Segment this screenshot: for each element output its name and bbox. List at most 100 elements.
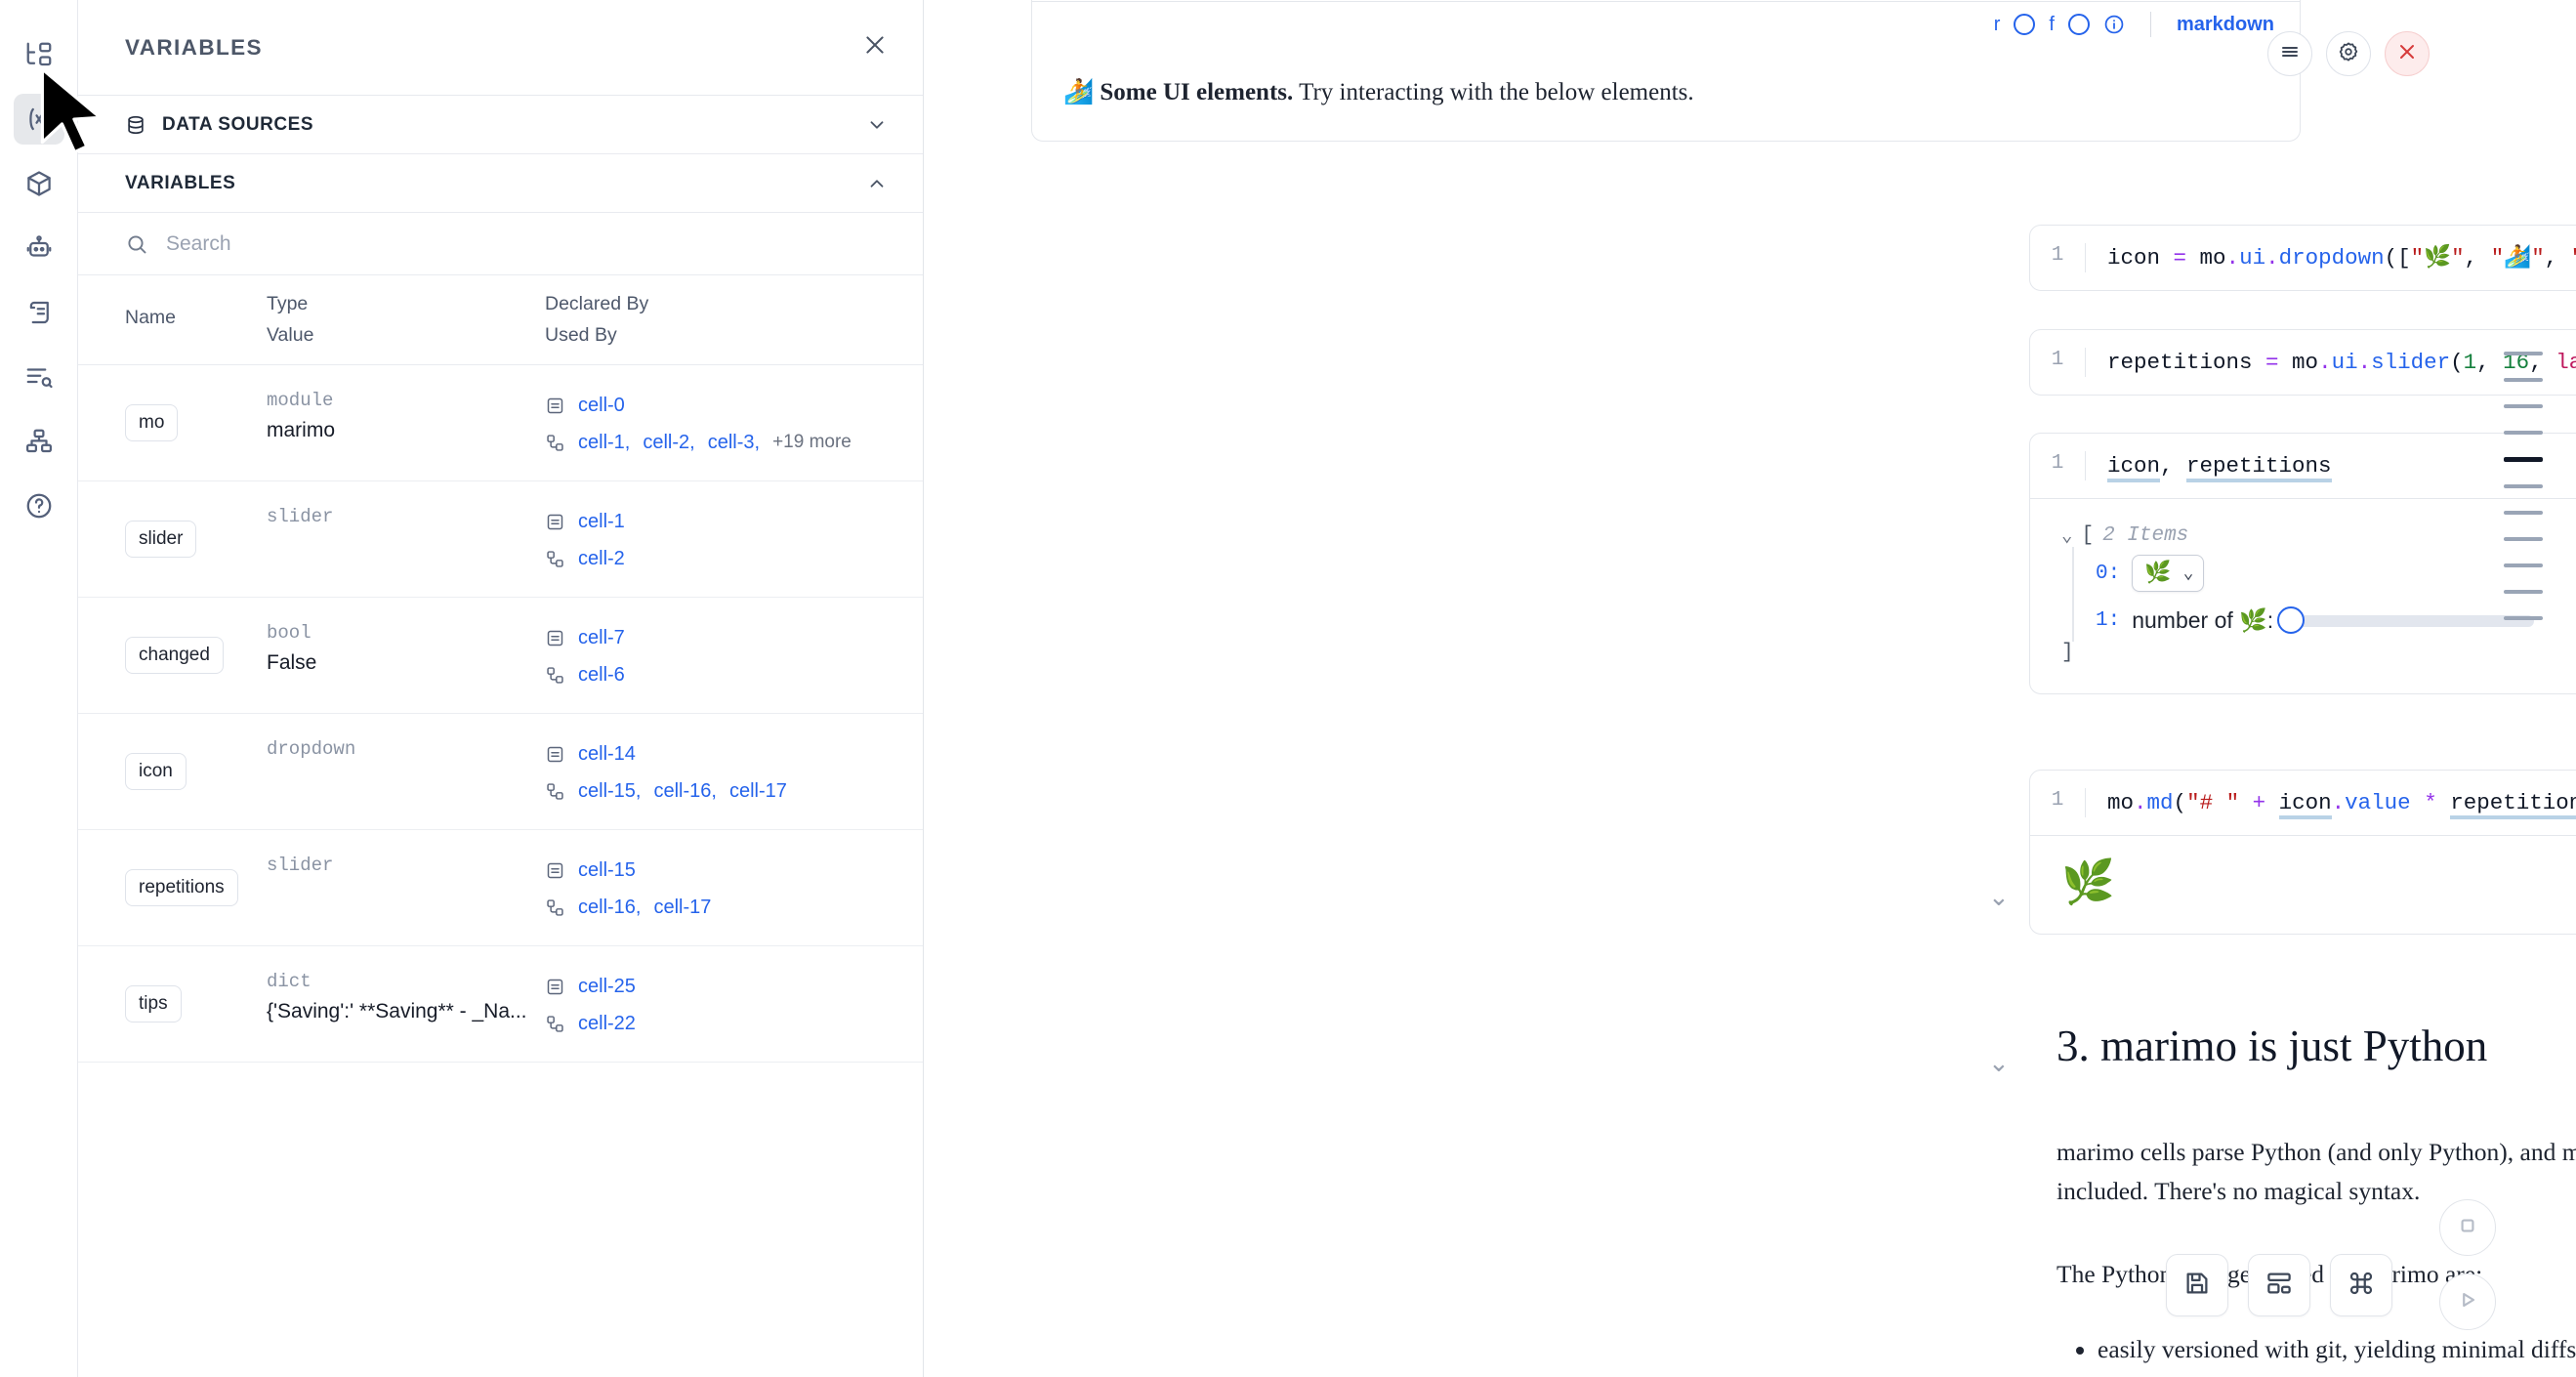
code-content[interactable]: icon = mo.ui.dropdown(["🌿", "🏄", "✨"], v… — [2085, 243, 2576, 273]
code-token: , — [2160, 453, 2187, 479]
minimap-marker[interactable] — [2504, 352, 2543, 355]
cell-link[interactable]: cell-17 — [653, 897, 712, 919]
dropdown-select[interactable]: 🌿 ⌄ — [2132, 555, 2205, 593]
minimap-marker[interactable] — [2504, 563, 2543, 567]
minimap-marker[interactable] — [2504, 511, 2543, 515]
slider-thumb[interactable] — [2277, 605, 2306, 634]
info-icon[interactable] — [2103, 14, 2125, 35]
variable-name-chip[interactable]: mo — [125, 404, 179, 442]
cell-link[interactable]: cell-15 — [578, 859, 636, 882]
cell-link[interactable]: cell-17 — [728, 780, 787, 803]
section-variables[interactable]: VARIABLES — [78, 154, 923, 213]
variable-name-chip[interactable]: tips — [125, 985, 182, 1023]
layout-button[interactable] — [2248, 1254, 2310, 1316]
minimap-marker[interactable] — [2504, 616, 2543, 620]
cell-link[interactable]: cell-16, — [578, 897, 642, 919]
cell-link[interactable]: cell-2, — [643, 432, 695, 454]
minimap-marker[interactable] — [2504, 404, 2543, 408]
used-by-more-label[interactable]: +19 more — [772, 432, 852, 453]
close-panel-button[interactable] — [862, 32, 888, 63]
column-header-type: Type — [267, 293, 309, 314]
variable-name-chip[interactable]: repetitions — [125, 869, 238, 907]
collapse-section-chevron[interactable]: ⌄ — [1988, 1048, 2010, 1077]
run-button[interactable] — [2439, 1273, 2496, 1330]
cell-link-icon — [545, 665, 565, 686]
cell-code-dropdown[interactable]: 1 icon = mo.ui.dropdown(["🌿", "🏄", "✨"],… — [2029, 225, 2576, 292]
column-header-name: Name — [125, 307, 177, 328]
focus-status-ring[interactable] — [2067, 14, 2090, 36]
search-input[interactable] — [166, 231, 888, 256]
chevron-down-icon[interactable]: ⌄ — [2061, 525, 2073, 548]
cell-link[interactable]: cell-16, — [653, 780, 717, 803]
cell-md-render[interactable]: 1 mo.md("# " + icon.value * repetitions.… — [2029, 770, 2576, 936]
cell-link[interactable]: cell-6 — [578, 664, 625, 687]
cell-menu-button[interactable] — [2267, 31, 2312, 76]
cell-repr-output[interactable]: 1 icon, repetitions ⌄ [ 2 Items 0: 🌿 — [2029, 433, 2576, 695]
code-content[interactable]: icon, repetitions — [2085, 451, 2576, 482]
command-palette-button[interactable] — [2330, 1254, 2392, 1316]
declared-by-line: cell-25 — [545, 968, 903, 1005]
variable-name-chip[interactable]: changed — [125, 637, 224, 675]
slider-input[interactable] — [2277, 605, 2535, 634]
cell-link[interactable]: cell-7 — [578, 627, 625, 649]
cell-link[interactable]: cell-25 — [578, 976, 636, 998]
cell-link[interactable]: cell-2 — [578, 548, 625, 570]
dependency-graph-icon-button[interactable] — [14, 416, 64, 467]
cell-link[interactable]: cell-3, — [707, 432, 761, 454]
packages-icon-button[interactable] — [14, 158, 64, 209]
file-tree-icon-button[interactable] — [14, 29, 64, 80]
scratchpad-icon-button[interactable] — [14, 287, 64, 338]
minimap-marker[interactable] — [2504, 537, 2543, 541]
cell-link[interactable]: cell-1, — [578, 432, 631, 454]
section-body: marimo cells parse Python (and only Pyth… — [2057, 1133, 2576, 1364]
minimap[interactable] — [2504, 352, 2543, 620]
minimap-marker[interactable] — [2504, 378, 2543, 382]
section-data-sources[interactable]: DATA SOURCES — [78, 96, 923, 154]
code-content[interactable]: mo.md("# " + icon.value * repetitions.va… — [2085, 788, 2576, 819]
stop-button[interactable] — [2439, 1199, 2496, 1256]
cell-delete-button[interactable] — [2385, 31, 2430, 76]
help-icon-button[interactable] — [14, 480, 64, 531]
variable-refs-cell: cell-15 cell-16, cell-17 — [545, 850, 903, 926]
minimap-marker[interactable] — [2504, 590, 2543, 594]
save-icon — [2182, 1269, 2212, 1303]
outline-icon-button[interactable] — [14, 352, 64, 402]
cell-link[interactable]: cell-15, — [578, 780, 642, 803]
minimap-marker[interactable] — [2504, 484, 2543, 488]
cell-link[interactable]: cell-1 — [578, 511, 625, 533]
play-icon — [2455, 1287, 2480, 1317]
column-header-value: Value — [267, 323, 314, 346]
cell-link[interactable]: cell-22 — [578, 1013, 636, 1035]
variable-name-chip[interactable]: icon — [125, 753, 187, 791]
declared-by-line: cell-0 — [545, 387, 903, 424]
minimap-marker[interactable] — [2504, 431, 2543, 435]
cell-language-badge[interactable]: markdown — [2176, 13, 2274, 35]
minimap-marker[interactable] — [2504, 457, 2543, 462]
chat-bot-icon-button[interactable] — [14, 223, 64, 273]
chevron-down-icon[interactable] — [866, 114, 888, 136]
code-token: "🏄" — [2490, 245, 2545, 271]
cell-link[interactable]: cell-14 — [578, 743, 636, 766]
variable-name-chip[interactable]: slider — [125, 521, 197, 559]
cell-code-slider[interactable]: 1 repetitions = mo.ui.slider(1, 16, labe… — [2029, 329, 2576, 396]
code-token: * — [2424, 790, 2437, 815]
chevron-up-icon[interactable] — [866, 173, 888, 194]
run-flag-label: r — [1993, 13, 2001, 35]
cell-settings-button[interactable] — [2326, 31, 2371, 76]
repr-header[interactable]: ⌄ [ 2 Items — [2061, 524, 2576, 547]
save-button[interactable] — [2166, 1254, 2228, 1316]
cell-link[interactable]: cell-0 — [578, 395, 625, 417]
collapse-cell-chevron[interactable]: ⌄ — [1988, 882, 2010, 911]
code-content[interactable]: repetitions = mo.ui.slider(1, 16, label=… — [2085, 348, 2576, 378]
repr-bracket-open: [ — [2081, 524, 2095, 548]
variables-icon-button[interactable] — [13, 94, 64, 145]
markdown-output-rest: Try interacting with the below elements. — [1293, 79, 1694, 106]
run-status-ring[interactable] — [2014, 14, 2036, 36]
